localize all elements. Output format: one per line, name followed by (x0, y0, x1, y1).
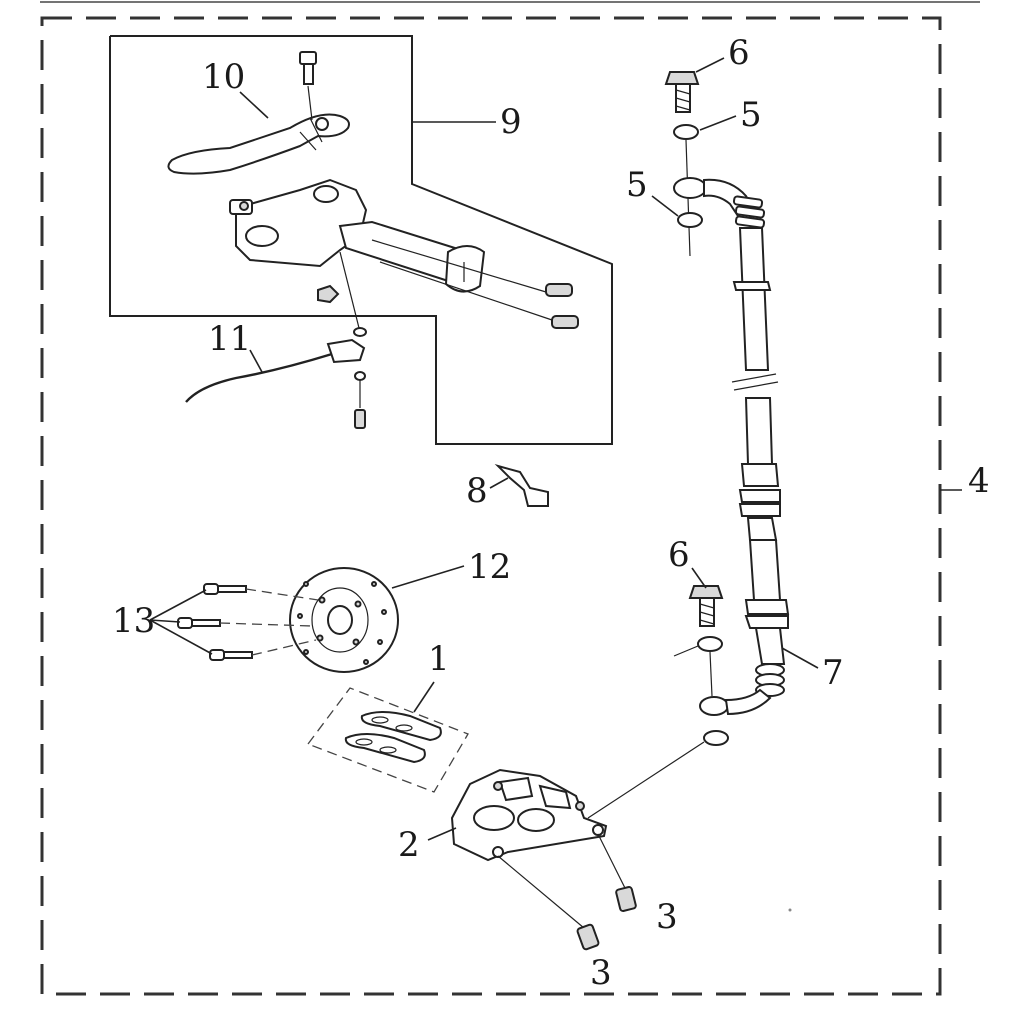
brake-disc (289, 567, 399, 673)
banjo-bolt-upper (664, 71, 700, 113)
master-cylinder-body (229, 178, 486, 293)
speck (788, 908, 792, 912)
callout-3-right: 3 (656, 897, 678, 937)
leader-2 (427, 827, 457, 841)
brake-lever (167, 113, 350, 175)
callout-12: 12 (468, 547, 511, 587)
leader-8 (489, 477, 509, 489)
brake-hose (731, 195, 790, 697)
leader-1 (413, 681, 435, 713)
lever-pivot-bolt (299, 51, 317, 121)
callout-2: 2 (398, 825, 420, 865)
washer-lower-top (697, 636, 723, 652)
callout-10: 10 (202, 57, 245, 97)
caliper-bolt-left (576, 923, 600, 951)
callout-8: 8 (466, 471, 488, 511)
leader-5-upper-bottom (651, 195, 679, 217)
callout-11: 11 (208, 319, 251, 359)
leader-13-b (149, 619, 181, 623)
banjo-bolt-lower (688, 585, 724, 627)
callout-1: 1 (428, 639, 450, 679)
caliper-connection-line (587, 741, 705, 819)
clamp-screw-lower (379, 261, 579, 329)
leader-5-upper-top (699, 115, 737, 131)
leader-13-c (149, 619, 213, 655)
washer-upper-top (673, 124, 699, 140)
leader-12 (391, 565, 465, 589)
caliper-bolt-axis-right (597, 833, 627, 891)
brake-pads (306, 687, 469, 793)
callout-13: 13 (112, 601, 155, 641)
master-cylinder-nut (317, 284, 340, 304)
washer-upper-bottom (677, 212, 703, 228)
lower-axis (709, 651, 713, 697)
callout-6-lower: 6 (668, 535, 690, 575)
bracket-clip (494, 464, 549, 507)
leader-13-a (149, 589, 207, 621)
lower-washer-leader (673, 645, 699, 657)
brake-caliper (450, 768, 608, 862)
callout-7: 7 (822, 653, 844, 693)
switch-axis-line (339, 251, 361, 333)
callout-6-upper: 6 (728, 33, 750, 73)
master-cylinder-group-box (109, 35, 613, 445)
banjo-fitting-lower (699, 688, 772, 716)
callout-4: 4 (968, 461, 990, 501)
caliper-bolt-axis-left (497, 855, 585, 929)
callout-5-upper-bottom: 5 (626, 165, 648, 205)
washer-lower-bottom (703, 730, 729, 746)
leader-6-upper (695, 57, 725, 73)
leader-11 (249, 349, 263, 373)
callout-3-left: 3 (590, 953, 612, 993)
brake-switch (326, 327, 367, 429)
callout-9: 9 (500, 102, 522, 142)
assembly-boundary-dashed (40, 16, 942, 996)
disc-bolt-3 (209, 639, 317, 661)
disc-bolt-1 (203, 583, 319, 601)
leader-6-lower (691, 567, 707, 589)
clamp-screw-upper (371, 239, 573, 297)
leader-7 (781, 647, 819, 669)
callout-5-upper-top: 5 (740, 95, 762, 135)
leader-10 (239, 91, 269, 119)
caliper-bolt-right (615, 886, 637, 912)
switch-wire (185, 352, 333, 403)
disc-bolt-2 (177, 617, 313, 629)
